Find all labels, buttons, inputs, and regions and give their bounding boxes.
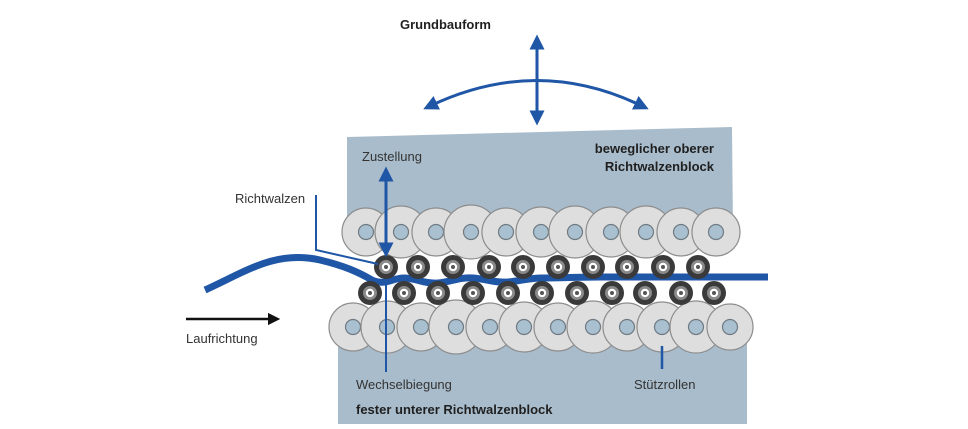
lower-straightening-roll: [426, 281, 450, 305]
lower-straightening-rolls: [358, 281, 726, 305]
lower-block-label: fester unterer Richtwalzenblock: [356, 402, 553, 417]
lower-straightening-roll: [461, 281, 485, 305]
lower-straightening-roll: [633, 281, 657, 305]
title-grundbauform: Grundbauform: [400, 17, 491, 32]
upper-straightening-roll: [374, 255, 398, 279]
lower-support-roll: [706, 303, 754, 351]
upper-straightening-roll: [651, 255, 675, 279]
upper-support-roll: [656, 207, 706, 257]
upper-support-roll: [691, 207, 741, 257]
adjust-arrows-icon: [423, 34, 649, 126]
lower-straightening-roll: [392, 281, 416, 305]
upper-straightening-roll: [441, 255, 465, 279]
lower-support-rolls: [328, 299, 754, 355]
alternating-bending-label: Wechselbiegung: [356, 377, 452, 392]
lower-support-roll: [669, 300, 723, 354]
upper-straightening-roll: [615, 255, 639, 279]
lower-straightening-roll: [496, 281, 520, 305]
lower-straightening-roll: [669, 281, 693, 305]
lower-straightening-roll: [702, 281, 726, 305]
upper-block-label-line2: Richtwalzenblock: [605, 159, 715, 174]
upper-straightening-rolls: [374, 255, 710, 279]
upper-support-rolls: [341, 204, 741, 260]
upper-straightening-roll: [546, 255, 570, 279]
feed-label: Zustellung: [362, 149, 422, 164]
upper-support-roll: [619, 205, 673, 259]
upper-straightening-roll: [686, 255, 710, 279]
lower-straightening-roll: [530, 281, 554, 305]
upper-straightening-roll: [511, 255, 535, 279]
lower-support-roll: [602, 302, 652, 352]
support-rolls-label: Stützrollen: [634, 377, 695, 392]
richtwalzen-leader: [315, 195, 379, 265]
lower-support-roll: [498, 301, 550, 353]
lower-straightening-roll: [600, 281, 624, 305]
upper-support-roll: [481, 207, 531, 257]
straightening-rolls-label: Richtwalzen: [235, 191, 305, 206]
upper-straightening-roll: [581, 255, 605, 279]
lower-straightening-roll: [565, 281, 589, 305]
upper-roller-block: [347, 127, 733, 232]
upper-straightening-roll: [477, 255, 501, 279]
lower-straightening-roll: [358, 281, 382, 305]
direction-label: Laufrichtung: [186, 331, 258, 346]
upper-straightening-roll: [406, 255, 430, 279]
upper-block-label-line1: beweglicher oberer: [595, 141, 714, 156]
